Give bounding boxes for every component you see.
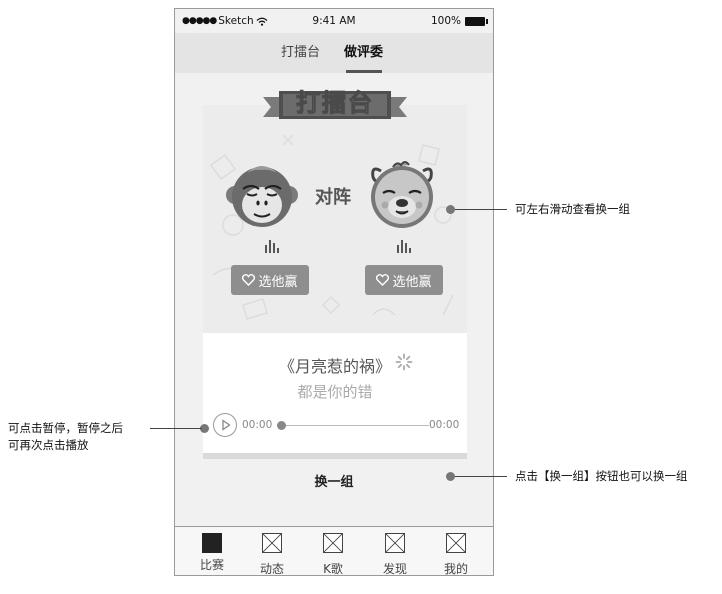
annotation-swipe: 可左右滑动查看换一组: [515, 202, 630, 216]
battery-icon: [465, 16, 488, 26]
nav-item-me[interactable]: 我的: [425, 533, 487, 576]
heart-icon: [242, 274, 256, 286]
volume-bars-icon: [265, 240, 279, 253]
annotation-pin: [446, 472, 455, 481]
volume-bars-icon: [397, 240, 411, 253]
tab-judge[interactable]: 做评委: [344, 45, 384, 60]
nav-item-ksong[interactable]: K歌: [302, 533, 364, 576]
nav-label: K歌: [323, 562, 343, 576]
vote-right-label: 选他赢: [392, 274, 432, 290]
status-bar: ●●●●● Sketch 9:41 AM 100%: [175, 9, 493, 33]
annotation-pause-line2: 可再次点击播放: [8, 438, 89, 452]
progress-knob[interactable]: [277, 421, 286, 430]
wifi-icon: [256, 17, 268, 26]
match-icon: [202, 533, 222, 553]
bottom-nav: 比赛 动态 K歌 发现 我的: [175, 526, 493, 576]
vs-label: 对阵: [315, 187, 351, 208]
loading-spinner-icon: [395, 353, 413, 371]
placeholder-icon: [323, 533, 343, 553]
sheep-avatar-icon[interactable]: [365, 159, 439, 233]
nav-item-match[interactable]: 比赛: [181, 533, 243, 573]
battery-percent: 100%: [430, 15, 461, 27]
banner-ribbon-icon: [263, 91, 407, 119]
tab-arena[interactable]: 打擂台: [281, 45, 321, 60]
vote-right-button[interactable]: 选他赢: [365, 265, 443, 295]
clock: 9:41 AM: [312, 15, 356, 27]
progress-track[interactable]: [281, 425, 429, 426]
placeholder-icon: [385, 533, 405, 553]
card-shadow: [203, 453, 467, 459]
song-subtitle: 都是你的错: [297, 383, 373, 401]
play-pause-button[interactable]: [213, 413, 237, 437]
heart-icon: [376, 274, 390, 286]
nav-label: 比赛: [199, 558, 224, 572]
annotation-pause: 可点击暂停，暂停之后 可再次点击播放: [8, 420, 123, 454]
nav-item-discover[interactable]: 发现: [364, 533, 426, 576]
annotation-switch: 点击【换一组】按钮也可以换一组: [515, 469, 688, 483]
song-title: 《月亮惹的祸》: [278, 357, 391, 376]
phone-frame: ●●●●● Sketch 9:41 AM 100% 打擂台 做评委: [174, 8, 494, 576]
switch-group-button[interactable]: 换一组: [314, 475, 354, 490]
vote-left-label: 选他赢: [258, 274, 298, 290]
banner-title: 打擂台: [296, 89, 374, 118]
nav-label: 我的: [443, 562, 468, 576]
annotation-pin: [446, 205, 455, 214]
time-current: 00:00: [242, 419, 273, 431]
vote-left-button[interactable]: 选他赢: [231, 265, 309, 295]
annotation-line: [455, 209, 507, 210]
active-tab-indicator: [346, 70, 382, 73]
top-tabs: 打擂台 做评委: [175, 33, 493, 73]
annotation-line: [150, 428, 202, 429]
monkey-avatar-icon[interactable]: [225, 159, 299, 233]
nav-label: 发现: [382, 562, 407, 576]
nav-item-feed[interactable]: 动态: [241, 533, 303, 576]
time-total: 00:00: [429, 419, 460, 431]
annotation-line: [455, 476, 507, 477]
carrier-label: Sketch: [218, 15, 254, 27]
nav-label: 动态: [259, 562, 284, 576]
annotation-pin: [200, 424, 209, 433]
play-icon: [222, 419, 231, 431]
placeholder-icon: [262, 533, 282, 553]
placeholder-icon: [446, 533, 466, 553]
annotation-pause-line1: 可点击暂停，暂停之后: [8, 421, 123, 435]
signal-icon: ●●●●●: [182, 16, 217, 26]
